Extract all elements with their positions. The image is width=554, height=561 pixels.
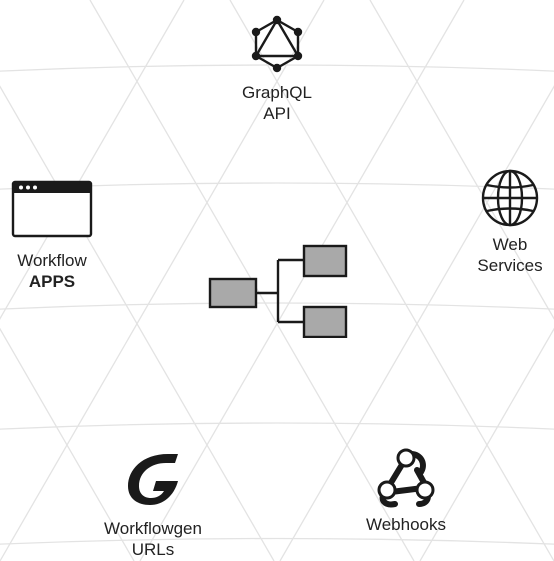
workflow-apps-label: Workflow [17,251,87,270]
web-services-label: Web [492,235,528,254]
webhooks-node: Webhooks [346,444,466,535]
workflowgen-sublabel: URLs [131,540,175,559]
workflow-apps-sublabel: APPS [28,272,76,291]
workflowgen-label: Workflowgen [104,519,202,538]
workflowgen-logo-icon [128,454,178,505]
web-services-node: Web Services [466,168,554,276]
web-services-sublabel: Services [477,256,543,275]
graphql-api-node: GraphQL API [212,14,342,124]
globe-icon [481,169,539,227]
webhooks-icon [377,448,435,508]
graphql-icon [251,15,303,73]
webhooks-label: Webhooks [365,515,446,534]
workflow-hierarchy-icon [208,244,348,339]
graphql-label: GraphQL [242,83,312,102]
graphql-sublabel: API [263,104,291,123]
workflow-apps-node: Workflow APPS [0,178,104,292]
browser-window-icon [11,180,93,238]
workflowgen-urls-node: Workflowgen URLs [78,446,228,560]
center-hub [208,242,350,339]
